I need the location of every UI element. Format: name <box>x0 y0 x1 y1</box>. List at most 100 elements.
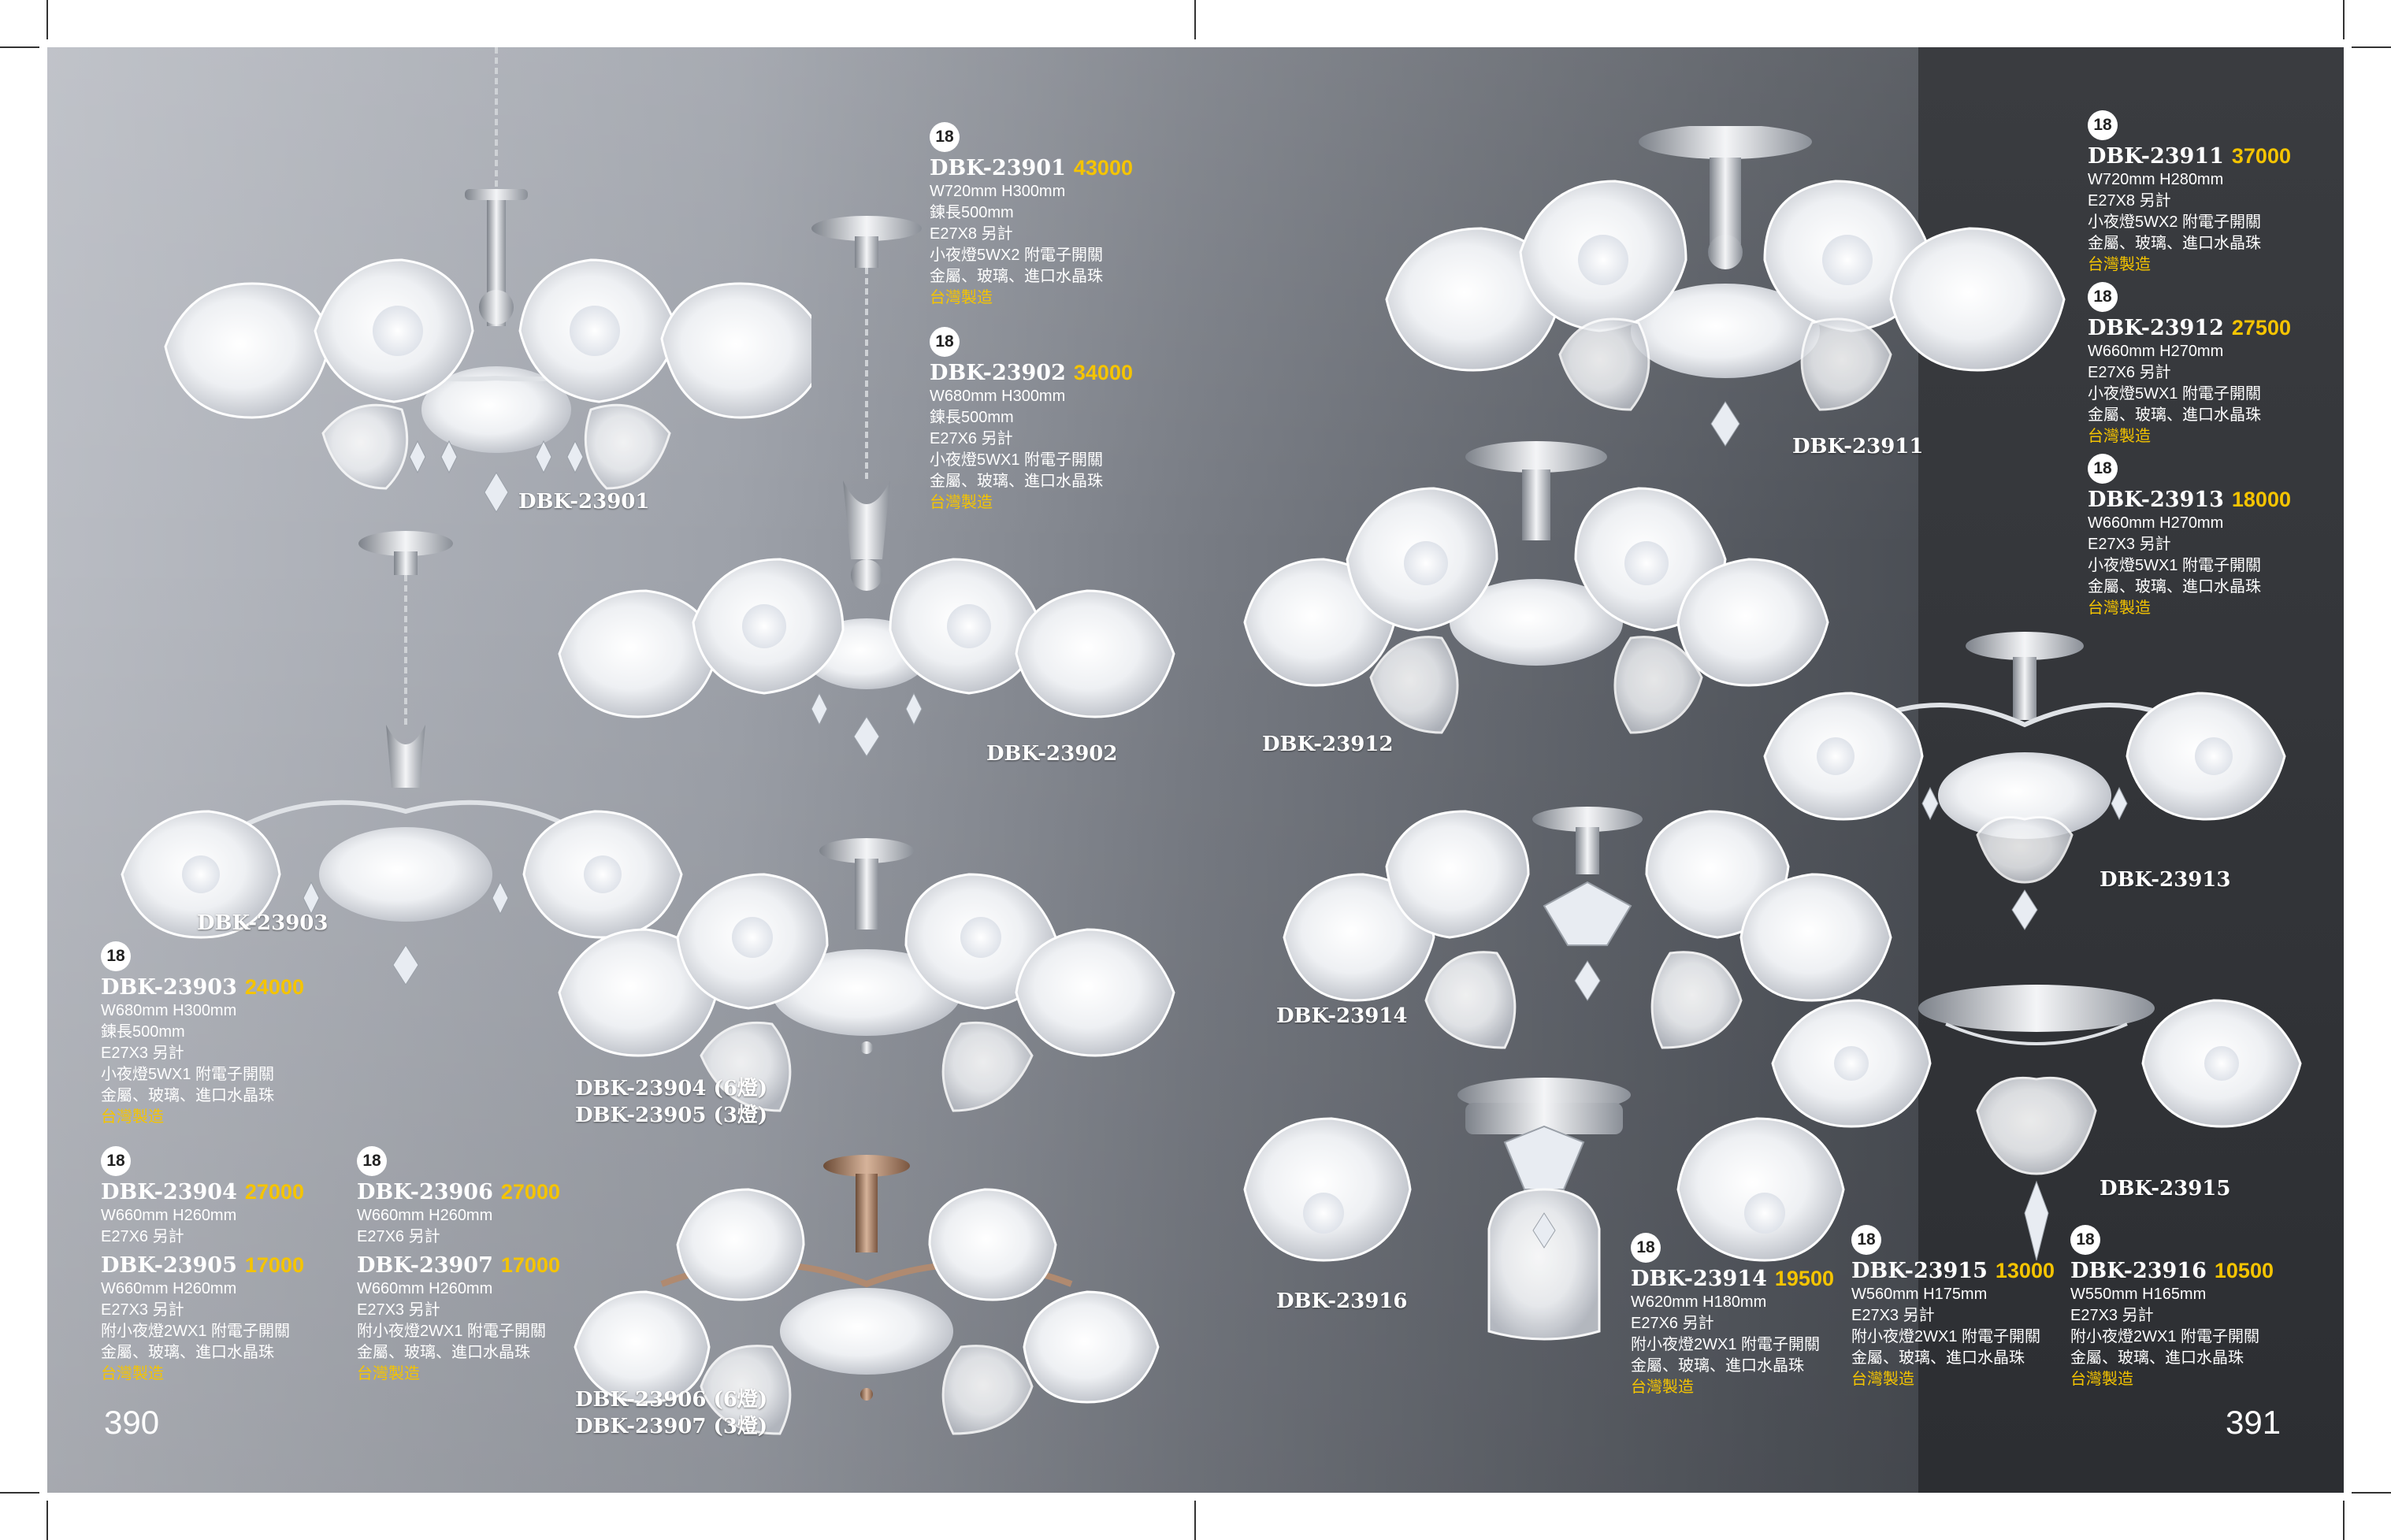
spec-line: 附小夜燈2WX1 附電子開關 <box>101 1323 291 1340</box>
product-label-dbk-23901: DBK-23901 <box>518 490 650 514</box>
product-label-dbk-23916: DBK-23916 <box>1276 1290 1408 1313</box>
made-in-taiwan: 台灣製造 <box>2070 1371 2133 1388</box>
made-in-taiwan: 台灣製造 <box>101 1108 164 1126</box>
crop-mark <box>2343 0 2345 39</box>
spec-line: 附小夜燈2WX1 附電子開關 <box>357 1323 547 1340</box>
spec-line: E27X3 另計 <box>2070 1307 2154 1324</box>
price: 27000 <box>500 1180 560 1204</box>
price: 34000 <box>1073 361 1133 384</box>
product-label-line: DBK-23905 (3燈) <box>575 1104 768 1127</box>
page-number-right: 391 <box>2226 1404 2281 1441</box>
spec-line: E27X3 另計 <box>101 1045 184 1062</box>
spec-line: W560mm H175mm <box>1851 1286 1988 1303</box>
spec-line: 金屬、玻璃、進口水晶珠 <box>1851 1349 2025 1367</box>
spec-line: W660mm H270mm <box>2088 343 2224 360</box>
spec-line: W660mm H270mm <box>2088 514 2224 532</box>
price: 18000 <box>2231 488 2291 511</box>
lamp-dbk-23916 <box>1237 1071 1851 1371</box>
spec-line: 金屬、玻璃、進口水晶珠 <box>930 268 1103 285</box>
spec-line: E27X3 另計 <box>1851 1307 1935 1324</box>
price: 13000 <box>1995 1259 2055 1282</box>
spec-line: 鍊長500mm <box>930 409 1014 426</box>
spec-line: W720mm H300mm <box>930 183 1066 200</box>
product-label-line: DBK-23904 (6燈) <box>575 1077 768 1100</box>
spec-line: E27X6 另計 <box>357 1228 440 1245</box>
badge: 18 <box>2070 1225 2100 1255</box>
lamp-dbk-23912 <box>1237 441 1836 788</box>
lamp-dbk-23903 <box>114 528 689 1016</box>
spec-line: W660mm H260mm <box>357 1280 493 1297</box>
price: 19500 <box>1774 1267 1834 1290</box>
spec-line: E27X3 另計 <box>2088 536 2171 553</box>
made-in-taiwan: 台灣製造 <box>2088 256 2151 273</box>
crop-mark <box>46 1501 48 1540</box>
price: 24000 <box>244 975 304 999</box>
product-label-dbk-23911: DBK-23911 <box>1792 435 1924 458</box>
spec-line: E27X6 另計 <box>2088 364 2171 381</box>
lamp-dbk-23914 <box>1276 803 1899 1071</box>
spec-line: W720mm H280mm <box>2088 171 2224 188</box>
spec-line: 金屬、玻璃、進口水晶珠 <box>2088 406 2261 424</box>
made-in-taiwan: 台灣製造 <box>101 1365 164 1382</box>
badge: 18 <box>1851 1225 1881 1255</box>
spec-line: W660mm H260mm <box>357 1207 493 1224</box>
product-label-line: DBK-23906 (6燈) <box>575 1388 768 1412</box>
product-label-dbk-23912: DBK-23912 <box>1262 733 1394 756</box>
spec-line: 金屬、玻璃、進口水晶珠 <box>101 1087 274 1104</box>
lamp-dbk-23915 <box>1765 977 2308 1292</box>
spec-line: 小夜燈5WX2 附電子開關 <box>2088 213 2262 231</box>
spec-line: 小夜燈5WX2 附電子開關 <box>930 247 1104 264</box>
product-label-dbk-23913: DBK-23913 <box>2100 868 2231 892</box>
spec-line: 金屬、玻璃、進口水晶珠 <box>2088 235 2261 252</box>
spec-line: E27X8 另計 <box>2088 192 2171 210</box>
spec-line: E27X6 另計 <box>930 430 1013 447</box>
product-label-dbk-23903: DBK-23903 <box>197 911 329 935</box>
badge: 18 <box>930 122 960 152</box>
spec-line: 小夜燈5WX1 附電子開關 <box>101 1066 275 1083</box>
spec-line: W660mm H260mm <box>101 1207 237 1224</box>
page-number-left: 390 <box>104 1404 160 1441</box>
spec-line: W620mm H180mm <box>1631 1293 1767 1311</box>
spec-line: 鍊長500mm <box>930 204 1014 221</box>
made-in-taiwan: 台灣製造 <box>1631 1379 1694 1396</box>
spec-line: 金屬、玻璃、進口水晶珠 <box>1631 1357 1804 1375</box>
made-in-taiwan: 台灣製造 <box>2088 599 2151 617</box>
spec-line: W680mm H300mm <box>930 388 1066 405</box>
spec-line: 附小夜燈2WX1 附電子開關 <box>2070 1328 2260 1345</box>
made-in-taiwan: 台灣製造 <box>930 289 993 306</box>
spec-line: E27X3 另計 <box>101 1301 184 1319</box>
spec-line: 附小夜燈2WX1 附電子開關 <box>1851 1328 2041 1345</box>
made-in-taiwan: 台灣製造 <box>1851 1371 1914 1388</box>
crop-mark <box>1194 0 1196 39</box>
badge: 18 <box>357 1146 387 1176</box>
badge: 18 <box>1631 1233 1661 1263</box>
lamp-dbk-23911 <box>1379 126 2072 496</box>
badge: 18 <box>2088 282 2118 312</box>
badge: 18 <box>930 327 960 357</box>
price: 17000 <box>244 1253 304 1277</box>
crop-mark <box>0 1492 39 1494</box>
price: 43000 <box>1073 156 1133 180</box>
spec-line: W680mm H300mm <box>101 1002 237 1019</box>
spec-line: 附小夜燈2WX1 附電子開關 <box>1631 1336 1821 1353</box>
product-label-line: DBK-23907 (3燈) <box>575 1415 768 1438</box>
spec-line: 小夜燈5WX1 附電子開關 <box>2088 557 2262 574</box>
made-in-taiwan: 台灣製造 <box>2088 428 2151 445</box>
price: 27000 <box>244 1180 304 1204</box>
